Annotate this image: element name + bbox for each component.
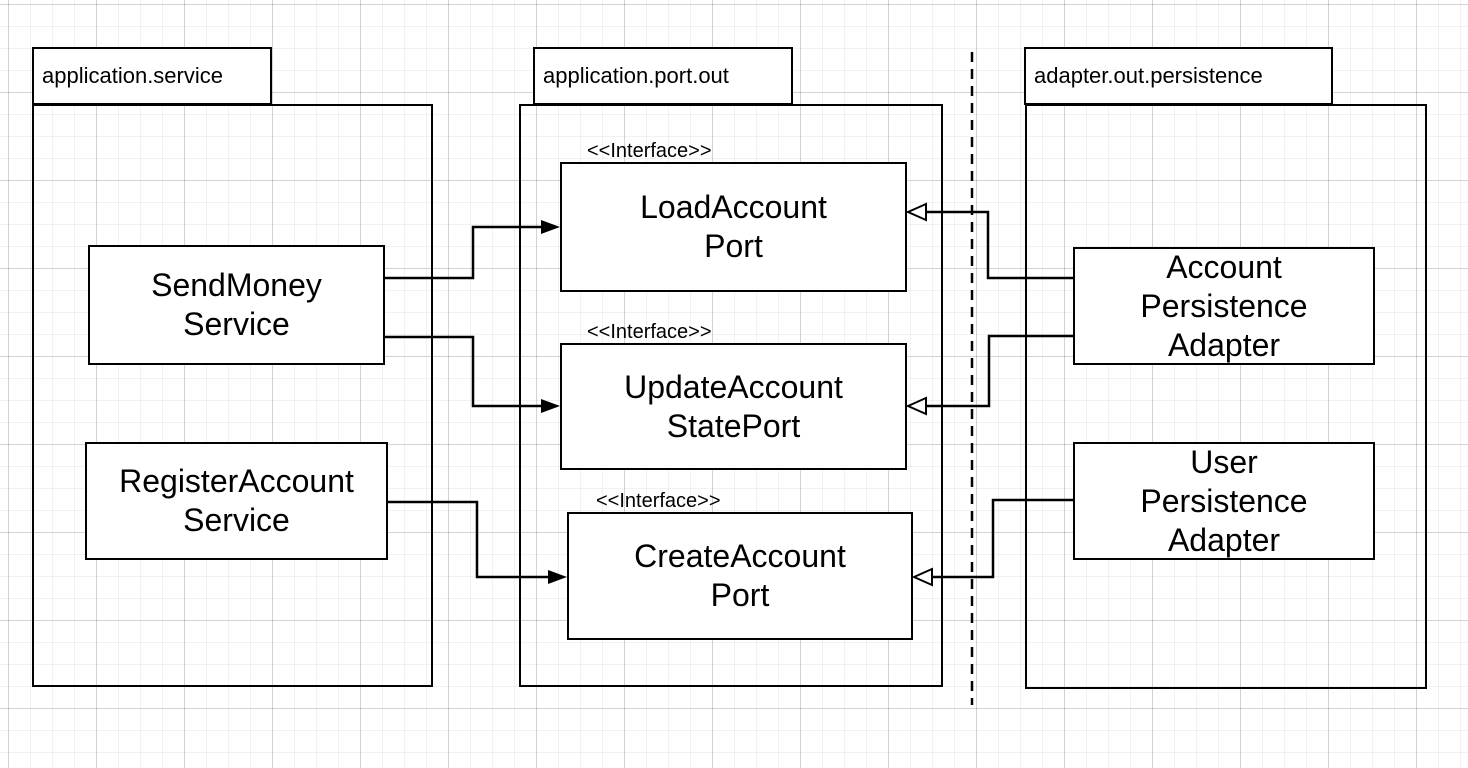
edge-register-account-service-to-create-account-port[interactable]: [388, 500, 567, 584]
filled-arrowhead-icon: [548, 570, 567, 584]
node-send-money-service[interactable]: SendMoney Service: [88, 245, 385, 365]
node-label-line: Port: [710, 577, 770, 613]
open-arrowhead-icon: [911, 567, 933, 587]
node-label-line: RegisterAccount: [119, 463, 354, 499]
node-label-line: Service: [183, 306, 290, 342]
edge-line: [388, 500, 549, 579]
edge-line: [385, 335, 542, 408]
node-create-account-port[interactable]: CreateAccount Port: [567, 512, 913, 640]
edge-user-persistence-adapter-to-create-account-port[interactable]: [911, 498, 1073, 587]
node-label-line: Account: [1166, 248, 1282, 285]
open-arrowhead-icon: [905, 202, 927, 222]
package-tab-application-port-out[interactable]: application.port.out: [533, 47, 793, 105]
node-label-line: LoadAccount: [640, 189, 827, 225]
stereotype-label: <<Interface>>: [587, 140, 712, 162]
stereotype-label: <<Interface>>: [596, 490, 721, 512]
node-load-account-port[interactable]: LoadAccount Port: [560, 162, 907, 292]
package-label: application.port.out: [543, 63, 729, 88]
edge-line: [926, 334, 1073, 408]
node-label-line: User: [1190, 443, 1258, 480]
node-label-line: Adapter: [1167, 326, 1281, 363]
stereotype-label: <<Interface>>: [587, 321, 712, 343]
node-user-persistence-adapter[interactable]: User Persistence Adapter: [1073, 442, 1375, 560]
edge-account-persistence-adapter-to-update-account-state-port[interactable]: [905, 334, 1073, 416]
node-register-account-service[interactable]: RegisterAccount Service: [85, 442, 388, 560]
node-label-line: UpdateAccount: [624, 368, 843, 405]
node-label-line: StatePort: [666, 407, 801, 444]
open-arrowhead-icon: [905, 396, 927, 416]
node-label-line: Adapter: [1167, 521, 1281, 558]
edge-send-money-service-to-update-account-state-port[interactable]: [385, 335, 560, 413]
package-label: adapter.out.persistence: [1034, 63, 1263, 88]
package-tab-application-service[interactable]: application.service: [32, 47, 272, 105]
edge-line: [926, 210, 1073, 280]
edge-account-persistence-adapter-to-load-account-port[interactable]: [905, 202, 1073, 280]
node-label-line: Persistence: [1140, 482, 1308, 519]
filled-arrowhead-icon: [541, 220, 560, 234]
node-label-line: Port: [704, 228, 763, 264]
node-account-persistence-adapter[interactable]: Account Persistence Adapter: [1073, 247, 1375, 365]
node-label-line: CreateAccount: [634, 538, 846, 574]
node-label-line: Persistence: [1140, 287, 1308, 324]
node-label-line: SendMoney: [151, 267, 322, 303]
node-label-line: Service: [183, 502, 290, 538]
node-update-account-state-port[interactable]: UpdateAccount StatePort: [560, 343, 907, 470]
filled-arrowhead-icon: [541, 399, 560, 413]
edge-line: [385, 225, 542, 280]
edge-send-money-service-to-load-account-port[interactable]: [385, 220, 560, 280]
package-tab-adapter-out-persistence[interactable]: adapter.out.persistence: [1024, 47, 1333, 105]
package-label: application.service: [42, 63, 223, 88]
edge-line: [932, 498, 1073, 579]
